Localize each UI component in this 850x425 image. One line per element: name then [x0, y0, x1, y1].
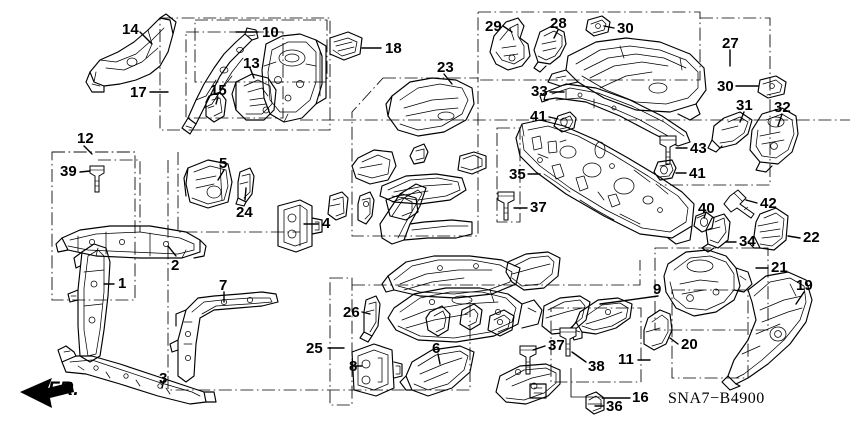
- diagram-code: SNA7−B4900: [668, 390, 765, 407]
- callout-33: 33: [531, 83, 548, 100]
- callout-39: 39: [60, 163, 77, 180]
- callout-9: 9: [653, 281, 662, 298]
- callout-23: 23: [437, 59, 454, 76]
- callout-40: 40: [698, 200, 715, 217]
- callout-19: 19: [796, 277, 813, 294]
- callout-6: 6: [432, 340, 441, 357]
- callout-41-b: 41: [689, 165, 706, 182]
- callout-37-b: 37: [548, 337, 565, 354]
- callout-36: 36: [606, 398, 623, 415]
- callout-38: 38: [588, 358, 605, 375]
- callout-2: 2: [171, 257, 180, 274]
- callout-34: 34: [739, 233, 756, 250]
- callout-3: 3: [159, 370, 168, 387]
- callout-8: 8: [349, 358, 358, 375]
- front-orientation-label: FR.: [48, 379, 79, 400]
- callout-24: 24: [236, 204, 253, 221]
- callout-42: 42: [760, 195, 777, 212]
- callout-16: 16: [632, 389, 649, 406]
- callout-10: 10: [262, 24, 279, 41]
- callout-21: 21: [771, 259, 788, 276]
- callout-29: 29: [485, 18, 502, 35]
- callout-14: 14: [122, 21, 139, 38]
- callout-22: 22: [803, 229, 820, 246]
- callout-30-a: 30: [617, 20, 634, 37]
- callout-41-a: 41: [530, 108, 547, 125]
- callout-35: 35: [509, 166, 526, 183]
- callout-11: 11: [618, 351, 634, 368]
- callout-25: 25: [306, 340, 323, 357]
- callout-13: 13: [243, 55, 260, 72]
- callout-4: 4: [322, 215, 331, 232]
- callout-32: 32: [774, 99, 791, 116]
- callout-43: 43: [690, 140, 707, 157]
- callout-7: 7: [219, 277, 228, 294]
- callout-26: 26: [343, 304, 360, 321]
- callout-17: 17: [130, 84, 147, 101]
- callout-12: 12: [77, 130, 94, 147]
- callout-37-a: 37: [530, 199, 547, 216]
- callout-28: 28: [550, 15, 567, 32]
- callout-15: 15: [210, 82, 227, 99]
- callout-5: 5: [219, 155, 228, 172]
- callout-27: 27: [722, 35, 739, 52]
- callout-1: 1: [118, 275, 127, 292]
- callout-20: 20: [681, 336, 698, 353]
- callout-31: 31: [736, 97, 753, 114]
- callout-18: 18: [385, 40, 402, 57]
- callout-30-b: 30: [717, 78, 734, 95]
